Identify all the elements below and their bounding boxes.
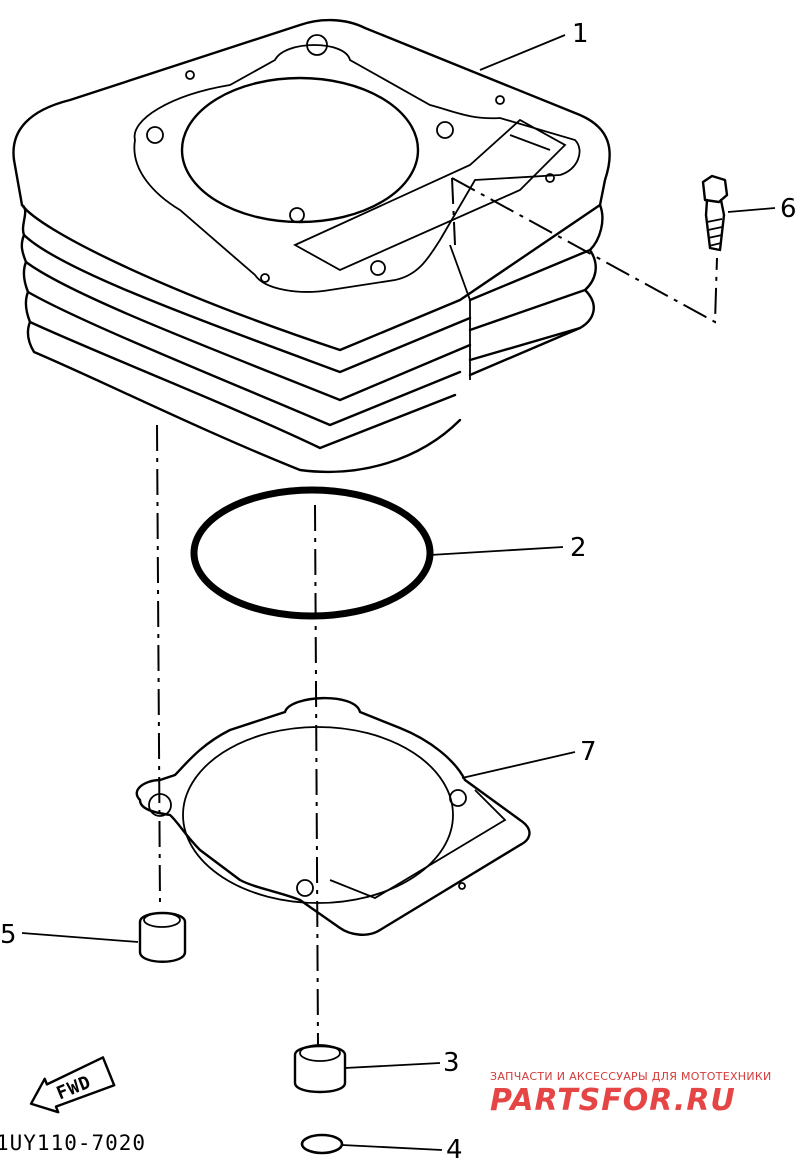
watermark: ЗАПЧАСТИ И АКСЕССУАРЫ ДЛЯ МОТОТЕХНИКИ PA…: [490, 1070, 772, 1118]
watermark-brand: PARTSFOR.RU: [490, 1083, 736, 1118]
bolt-part-6[interactable]: [701, 174, 729, 252]
fwd-arrow: FWD: [29, 1056, 116, 1114]
callout-5: 5: [0, 920, 17, 950]
o-ring-part-2[interactable]: [190, 486, 434, 620]
small-o-ring-part-4[interactable]: [300, 1133, 344, 1155]
dowel-pin-part-5[interactable]: [138, 911, 187, 963]
callout-3: 3: [443, 1048, 460, 1078]
dowel-pin-part-3[interactable]: [293, 1044, 347, 1094]
assembly-lines: [156, 177, 718, 1046]
callout-1: 1: [572, 19, 589, 49]
watermark-tagline: ЗАПЧАСТИ И АКСЕССУАРЫ ДЛЯ МОТОТЕХНИКИ: [490, 1070, 772, 1083]
drawing-code: 1UY110-7020: [0, 1131, 146, 1155]
callout-2: 2: [570, 533, 587, 563]
base-gasket-part-7[interactable]: [135, 696, 531, 936]
callout-7: 7: [580, 737, 597, 767]
callout-6: 6: [780, 194, 797, 224]
callout-4: 4: [446, 1135, 463, 1161]
leader-lines: [21, 34, 776, 1151]
callout-labels: 1 2 3 4 5 6 7: [0, 19, 797, 1161]
cylinder-part-1[interactable]: [12, 18, 611, 474]
